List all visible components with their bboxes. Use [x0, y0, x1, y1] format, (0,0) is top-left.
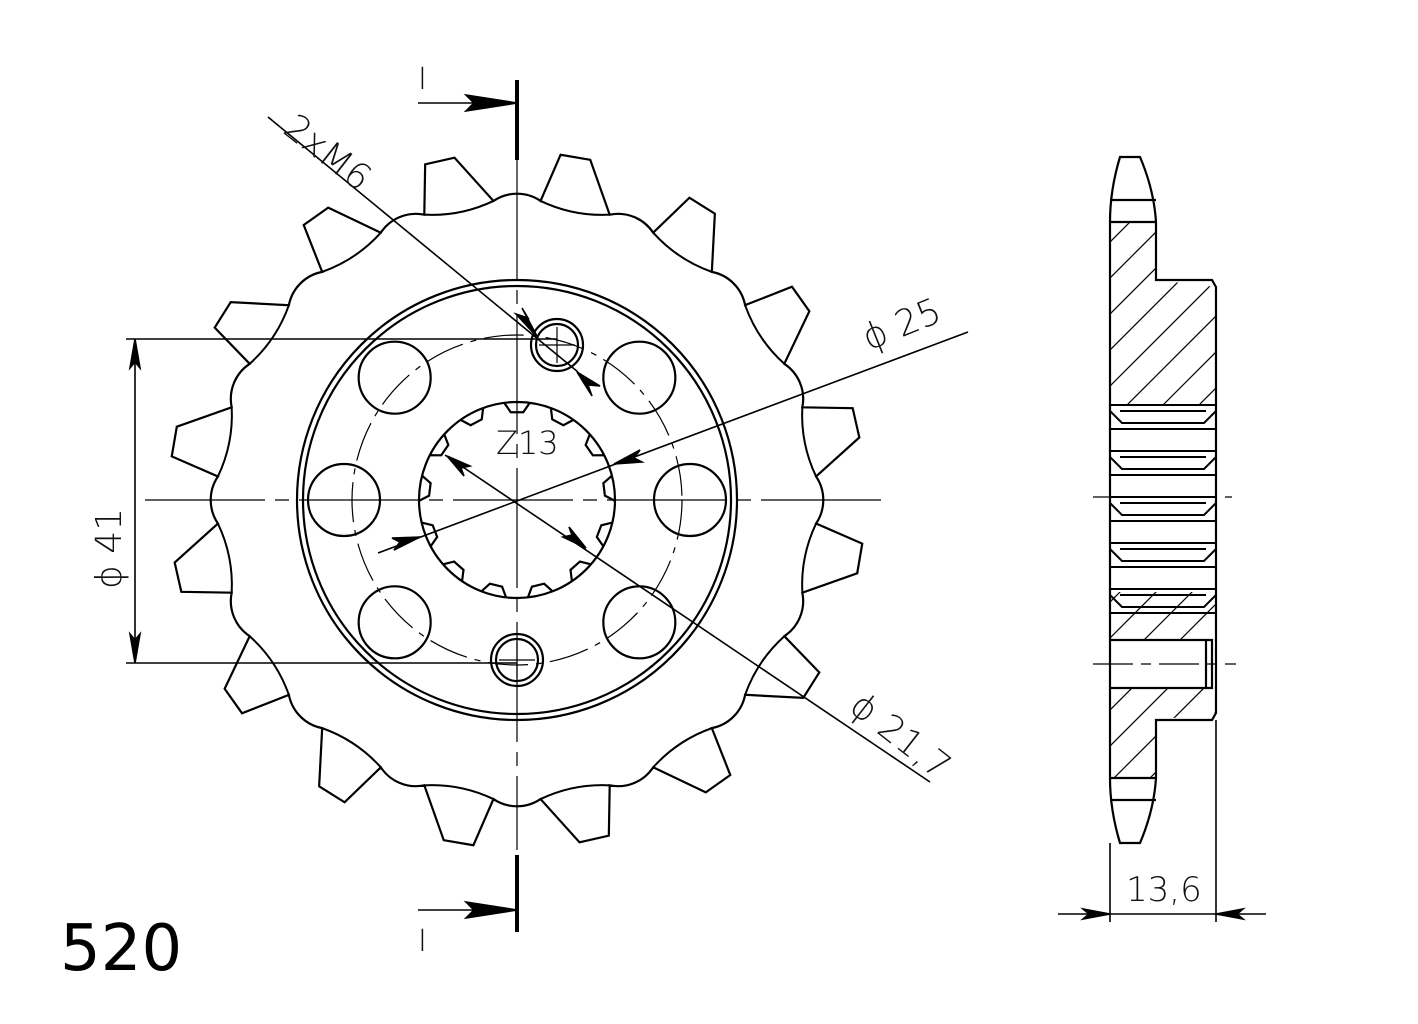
- bore-outer-leader: [377, 331, 969, 554]
- section-centerlines: [1093, 496, 1236, 665]
- bore-outer-arrow-left: [391, 536, 421, 551]
- hatch-line: [1100, 976, 1240, 1024]
- hatch-line: [1110, 363, 1216, 405]
- tooth-base-line: [540, 784, 610, 800]
- hatch-line: [1100, 40, 1240, 180]
- bolt-hole: [357, 585, 432, 660]
- hatch-line: [1100, 1012, 1240, 1024]
- thread-leader-arrow: [513, 307, 539, 339]
- thread-leader-line: [267, 116, 579, 373]
- spline-tooth: [549, 407, 574, 427]
- spline-tooth: [569, 560, 592, 582]
- hatch-line: [1110, 651, 1216, 778]
- spline-tooth: [602, 474, 616, 502]
- bore-inner-arrow-left: [446, 455, 473, 477]
- tooth-base-line: [217, 407, 233, 477]
- hatch-line: [1100, 940, 1240, 1024]
- hatch-line: [1100, 688, 1240, 828]
- spline-count-label: Z13: [496, 424, 559, 462]
- threaded-hole-outer: [529, 317, 585, 373]
- hatch-line: [1100, 904, 1240, 1024]
- hatch-line: [1110, 222, 1216, 325]
- width-dimension-label: 13,6: [1126, 870, 1202, 910]
- section-mark-bottom-label: I: [418, 924, 427, 959]
- bore-outer-arrow-right: [613, 449, 645, 465]
- section-arrow-top-head: [463, 93, 518, 113]
- spline-groove: [1109, 450, 1217, 476]
- hatch-line: [1100, 40, 1240, 180]
- hatch-line: [1110, 687, 1216, 778]
- spline-tooth: [526, 582, 554, 598]
- spline-tooth: [584, 433, 605, 457]
- tooth-base-line: [801, 407, 817, 477]
- hatch-line: [1110, 615, 1216, 757]
- bolt-hole: [602, 585, 677, 660]
- chain-pitch-label: 520: [60, 912, 183, 986]
- bore-inner-arrow-right: [560, 526, 587, 549]
- tooth-base-line: [540, 200, 610, 216]
- spline-tooth: [480, 582, 508, 598]
- tooth-base-line: [424, 200, 494, 216]
- hatch-line: [1110, 592, 1216, 649]
- front-view: [145, 153, 888, 850]
- tooth-base-line: [801, 523, 817, 593]
- thread-leader-arrow-2: [576, 371, 601, 397]
- tooth-tip-lines: [1110, 198, 1156, 802]
- spline-groove: [1109, 542, 1217, 568]
- tooth-base-line: [321, 232, 382, 273]
- bolt-spacing-arrows: [128, 338, 142, 664]
- threaded-hole-inner: [534, 322, 580, 368]
- tooth-base-line: [321, 727, 382, 768]
- hatch-line: [1100, 76, 1240, 216]
- hatch-line: [1100, 76, 1240, 216]
- hatch-line: [1110, 222, 1216, 361]
- spline-tooth: [595, 521, 613, 547]
- bolt-hole: [602, 340, 677, 415]
- tooth-base-line: [424, 784, 494, 800]
- hatch-line: [1110, 592, 1216, 721]
- tooth-base-line: [652, 232, 713, 273]
- spline-groove: [1109, 588, 1217, 614]
- bolt-spacing-dimension: [126, 338, 557, 664]
- spline-groove: [1109, 496, 1217, 522]
- hatch-line: [1100, 1012, 1240, 1024]
- spline-tooth: [429, 433, 450, 457]
- bore-inner-leader: [444, 454, 931, 783]
- section-arrow-bottom-head: [463, 900, 518, 920]
- hatch-line: [1110, 222, 1216, 253]
- hatch-line: [1100, 940, 1240, 1024]
- bolt-spacing-label: ϕ 41: [89, 508, 130, 589]
- width-dimension-arrows: [1080, 907, 1246, 921]
- hatch-line: [1110, 255, 1216, 397]
- hatch-line: [1100, 976, 1240, 1024]
- dimension-lines: [126, 80, 1266, 932]
- section-mark-top-label: I: [418, 62, 427, 97]
- bolt-hole: [357, 340, 432, 415]
- spline-groove: [1109, 404, 1217, 430]
- hatch-line: [1110, 291, 1216, 405]
- hatch-line: [1110, 327, 1216, 405]
- spline-tooth: [418, 474, 432, 502]
- tooth-base-line: [217, 523, 233, 593]
- tooth-base-line: [652, 727, 713, 768]
- tooth-base-line: [744, 304, 785, 365]
- section-outline: [1108, 155, 1218, 845]
- tooth-base-line: [249, 635, 290, 696]
- spline-tooth: [460, 407, 485, 427]
- hatch-line: [1100, 364, 1240, 504]
- spline-tooth: [442, 560, 465, 582]
- tooth-base-line: [744, 635, 785, 696]
- hatch-line: [1110, 222, 1216, 289]
- tooth-base-line: [249, 304, 290, 365]
- hatch-line: [1100, 904, 1240, 1024]
